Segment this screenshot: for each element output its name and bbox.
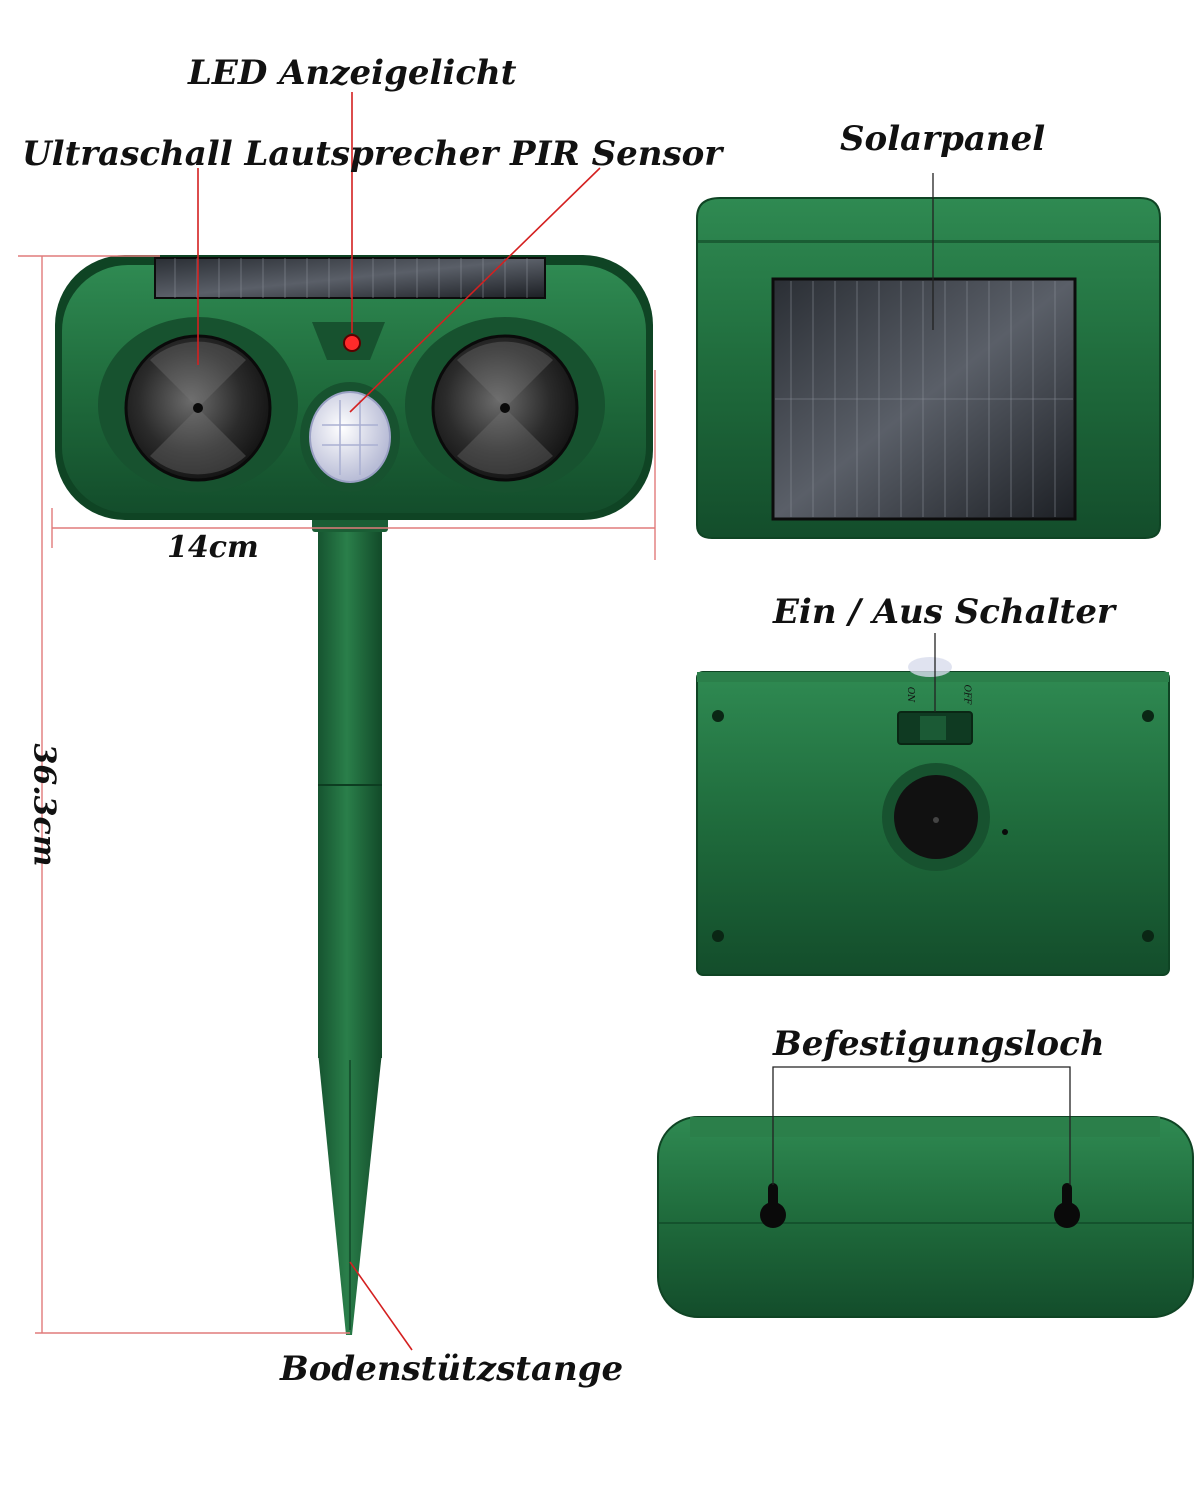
dimension-lines	[18, 255, 656, 1334]
pir-peek	[908, 657, 952, 677]
switch-label: Ein / Aus Schalter	[773, 592, 1115, 632]
right-speaker	[431, 334, 579, 482]
pointer-lines	[197, 92, 601, 1351]
solar-label: Solarpanel	[840, 119, 1046, 159]
mount-hole-left	[760, 1183, 786, 1228]
left-speaker	[124, 334, 272, 482]
led-label: LED Anzeigelicht	[188, 53, 517, 93]
back-view-mount	[657, 1066, 1194, 1318]
led-light	[343, 334, 361, 352]
back-view-solar	[696, 173, 1161, 539]
speaker-label: Ultraschall Lautsprecher	[22, 134, 499, 174]
pir-label: PIR Sensor	[510, 134, 723, 174]
mount-hole-right	[1054, 1183, 1080, 1228]
height-dimension-label: 36.3cm	[26, 743, 62, 867]
switch-off-mark: OFF	[961, 684, 972, 705]
pir-sensor-lens	[309, 391, 391, 483]
mount-label: Befestigungsloch	[773, 1024, 1105, 1064]
stake-pointer	[349, 1261, 413, 1351]
bottom-view-switch	[696, 633, 1170, 976]
stake-pole-upper	[318, 518, 382, 1058]
switch-on-mark: ON	[905, 686, 916, 703]
stake-label: Bodenstützstange	[280, 1349, 624, 1389]
width-dimension-label: 14cm	[167, 530, 259, 565]
front-device	[55, 255, 653, 1335]
pir-pointer	[349, 167, 601, 413]
mount-pointer	[772, 1066, 1071, 1185]
